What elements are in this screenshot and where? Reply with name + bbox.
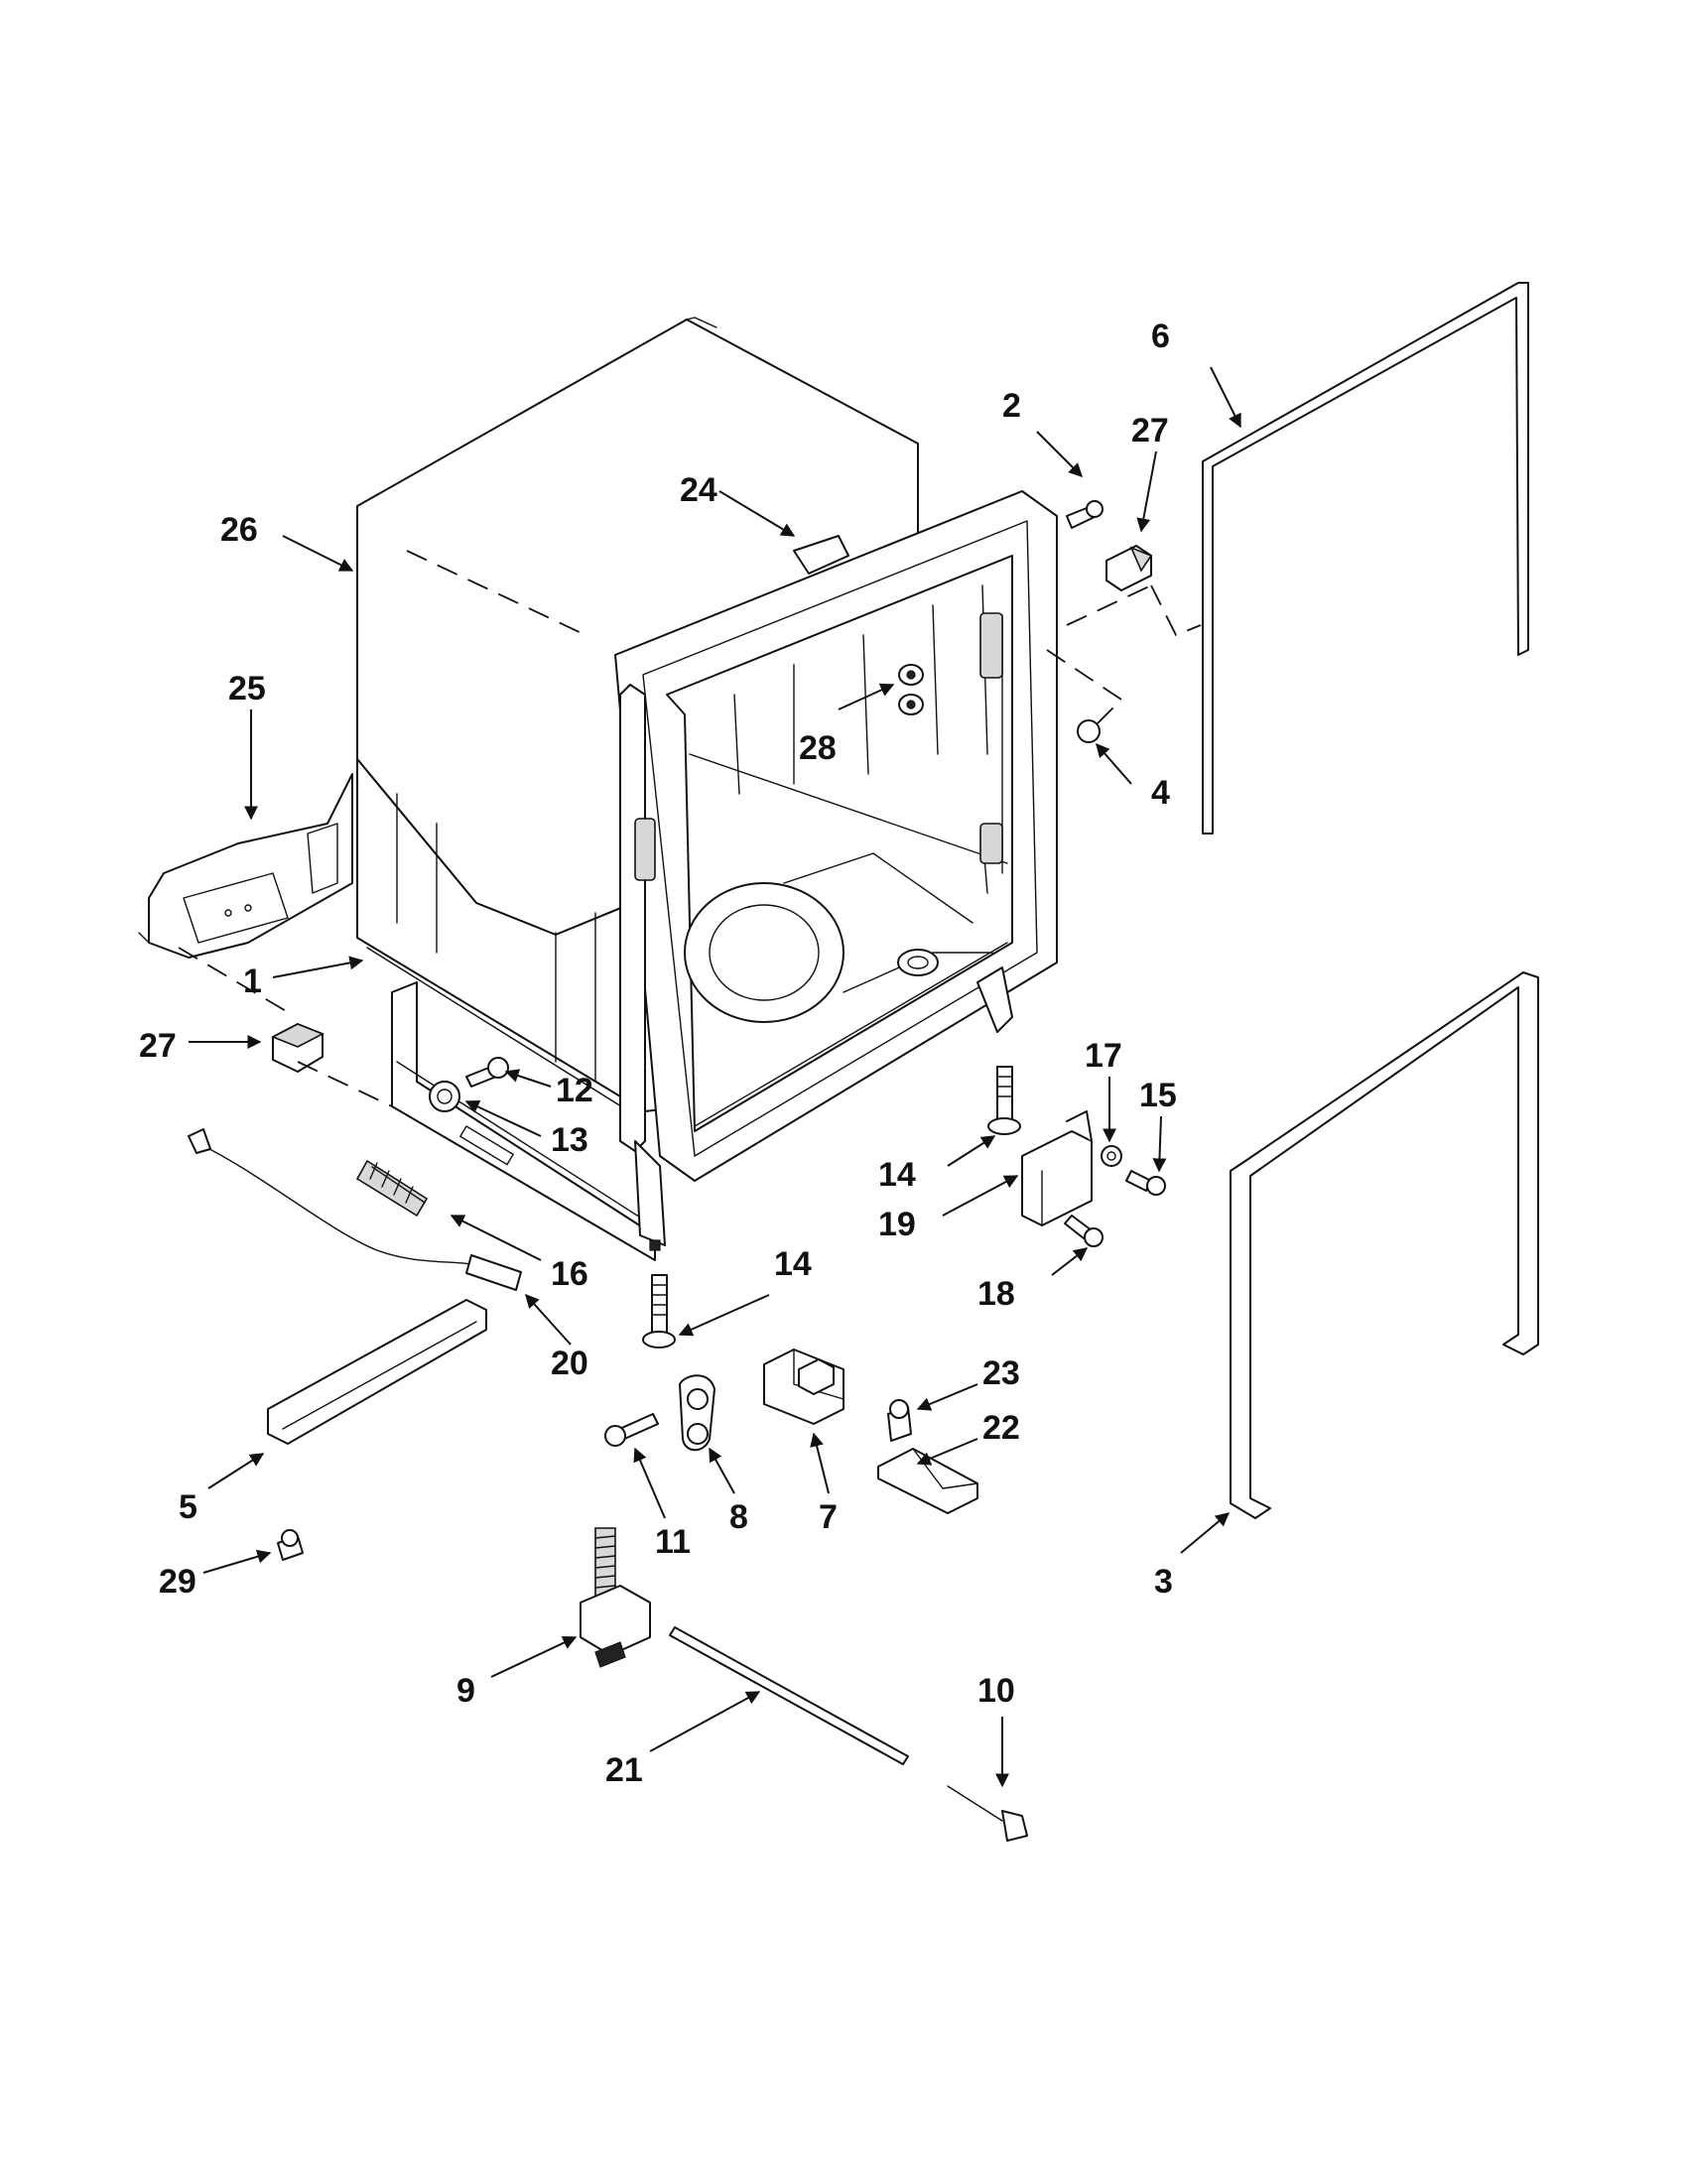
callout-24: 23 bbox=[982, 1354, 1020, 1392]
callout-27-right: 27 bbox=[1131, 412, 1169, 450]
plug-4-part bbox=[1077, 719, 1101, 743]
callout-11: 11 bbox=[655, 1523, 691, 1561]
cam-8-part bbox=[679, 1374, 715, 1452]
spring-16-part bbox=[355, 1159, 429, 1218]
pin-10-part bbox=[947, 1785, 1028, 1842]
callout-6: 6 bbox=[1151, 318, 1170, 355]
toe-panel-part bbox=[267, 1299, 487, 1445]
rack-stop-part bbox=[898, 664, 924, 715]
glide-right-part bbox=[1105, 545, 1153, 591]
callout-26: 26 bbox=[220, 511, 258, 549]
grommet-13-part bbox=[429, 1081, 460, 1112]
wire-harness-part bbox=[188, 1128, 522, 1291]
callout-10: 10 bbox=[977, 1672, 1015, 1710]
screw-2-part bbox=[1066, 500, 1104, 529]
link-rod-21-part bbox=[669, 1626, 909, 1765]
callout-labels: 6 2 27 24 26 25 28 4 1 27 12 13 17 15 14… bbox=[139, 318, 1177, 1789]
leveling-leg-1-part bbox=[642, 1274, 676, 1349]
clip-29-part bbox=[277, 1529, 304, 1561]
callout-20: 20 bbox=[551, 1345, 588, 1382]
glide-left-part bbox=[271, 1023, 325, 1073]
rear-frame-part bbox=[138, 773, 353, 959]
screw-11-part bbox=[604, 1413, 659, 1447]
hinge-spring-9-part bbox=[580, 1527, 651, 1668]
tub-front-frame bbox=[614, 490, 1058, 1182]
callout-8: 8 bbox=[729, 1498, 748, 1536]
callout-5: 5 bbox=[179, 1488, 197, 1526]
callout-7: 7 bbox=[819, 1498, 838, 1536]
tub-gasket-part bbox=[1202, 282, 1529, 835]
callout-22: 24 bbox=[680, 471, 717, 509]
screw-15-part bbox=[1125, 1170, 1166, 1196]
callout-4: 4 bbox=[1151, 774, 1170, 812]
door-gasket-part bbox=[1230, 971, 1539, 1519]
callout-13: 13 bbox=[551, 1121, 588, 1159]
callout-1: 1 bbox=[243, 963, 262, 1000]
callout-15: 15 bbox=[1139, 1077, 1177, 1114]
bumper-24-part bbox=[887, 1399, 912, 1442]
callout-28: 28 bbox=[799, 729, 837, 767]
callout-3: 3 bbox=[1154, 1563, 1173, 1601]
mounting-bracket-part bbox=[1021, 1110, 1093, 1226]
callout-29: 29 bbox=[159, 1563, 196, 1601]
switch-7-part bbox=[763, 1349, 844, 1425]
callout-19: 19 bbox=[878, 1206, 916, 1243]
leveling-leg-2-part bbox=[987, 1066, 1021, 1135]
callout-9: 9 bbox=[456, 1672, 475, 1710]
vent-part bbox=[793, 535, 849, 575]
callout-23: 22 bbox=[982, 1409, 1020, 1447]
washer-17-part bbox=[1101, 1145, 1122, 1167]
callout-2: 2 bbox=[1002, 387, 1021, 425]
callout-18: 18 bbox=[977, 1275, 1015, 1313]
leader-arrows bbox=[189, 366, 1241, 1788]
callout-16: 16 bbox=[551, 1255, 588, 1293]
callout-14-left: 14 bbox=[774, 1245, 812, 1283]
screw-18-part bbox=[1064, 1215, 1104, 1247]
callout-17: 17 bbox=[1085, 1037, 1122, 1075]
callout-25: 25 bbox=[228, 670, 266, 707]
assembly-lines bbox=[178, 584, 1202, 1107]
callout-14-right: 14 bbox=[878, 1156, 916, 1194]
screw-12-part bbox=[465, 1057, 509, 1088]
callout-12: 12 bbox=[556, 1072, 593, 1109]
callout-27-left: 27 bbox=[139, 1027, 177, 1065]
callout-21: 21 bbox=[605, 1751, 643, 1789]
